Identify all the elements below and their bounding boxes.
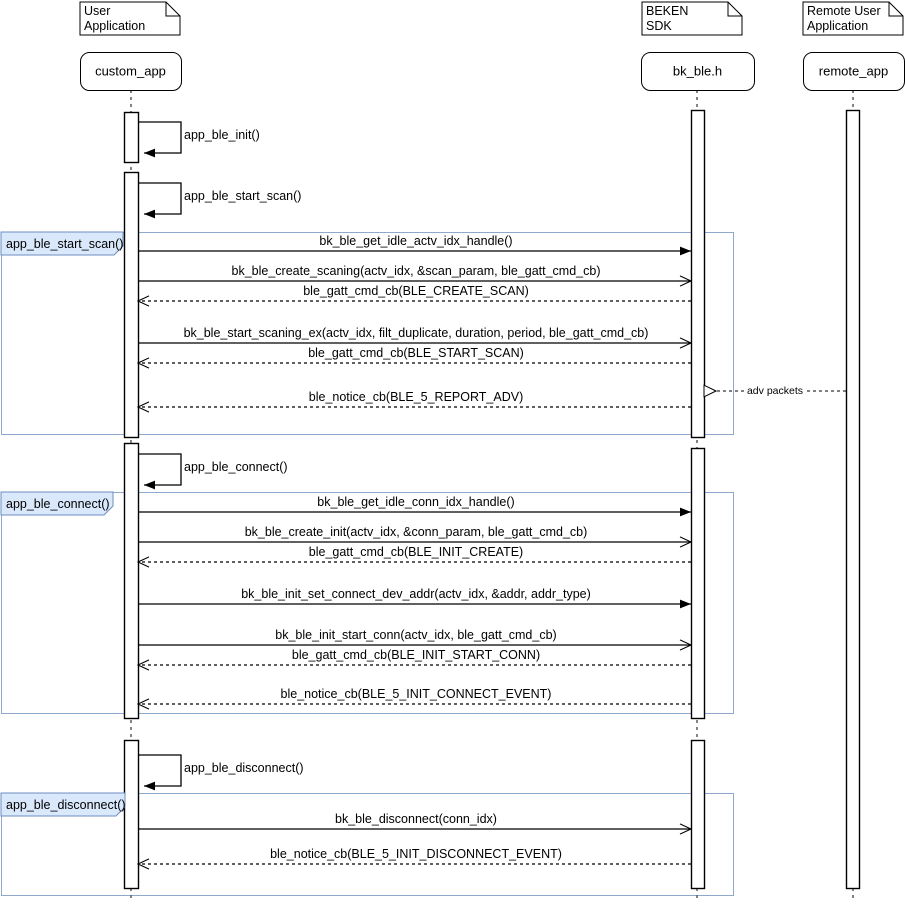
fragments-group — [1, 232, 734, 896]
fragment-app-ble-start-scan-label: app_ble_start_scan() — [0, 231, 124, 256]
msg-bk-ble-init-start-conn: bk_ble_init_start_conn(actv_idx, ble_gat… — [138, 628, 691, 645]
messages-group: bk_ble_get_idle_actv_idx_handle() bk_ble_… — [138, 234, 846, 864]
act-custom-app-disconnect — [123, 739, 140, 890]
self-call-app-ble-disconnect: app_ble_disconnect() — [138, 754, 304, 791]
participant-boxes-group: custom_app bk_ble.h remote_app — [80, 52, 905, 91]
message-label: ble_notice_cb(BLE_5_REPORT_ADV) — [309, 390, 523, 404]
fragment-label-text: app_ble_start_scan() — [6, 237, 123, 251]
msg-adv-packets: adv packets — [704, 385, 846, 397]
msg-ble-gatt-cmd-cb-init-start-conn: ble_gatt_cmd_cb(BLE_INIT_START_CONN) — [138, 648, 691, 665]
note-line: BEKEN — [646, 4, 688, 18]
participant-remote_app[interactable]: remote_app — [803, 52, 905, 91]
fragment-label-box — [0, 231, 124, 256]
act-custom-app-init — [123, 111, 140, 164]
participant-label: remote_app — [819, 64, 888, 79]
fragment-label-text: app_ble_disconnect() — [6, 798, 126, 812]
act-custom-app-scan — [123, 171, 140, 439]
participant-label: bk_ble.h — [673, 64, 722, 79]
msg-bk-ble-create-scaning: bk_ble_create_scaning(actv_idx, &scan_pa… — [138, 264, 691, 281]
self-calls-group: app_ble_init() app_ble_start_scan() app_bl… — [138, 121, 304, 791]
note-fold-icon — [165, 2, 180, 17]
msg-bk-ble-get-idle-actv-idx-handle: bk_ble_get_idle_actv_idx_handle() — [138, 234, 691, 256]
participant-box[interactable] — [641, 52, 755, 91]
message-label: ble_gatt_cmd_cb(BLE_INIT_CREATE) — [309, 545, 523, 559]
participant-bk_ble_h[interactable]: bk_ble.h — [641, 52, 755, 91]
fragment-label-box — [0, 491, 114, 516]
note-fold-icon — [727, 2, 742, 17]
act-custom-app-connect — [123, 442, 140, 720]
self-call-path — [138, 182, 182, 219]
note-body — [641, 1, 743, 36]
message-label: ble_notice_cb(BLE_5_INIT_CONNECT_EVENT) — [281, 687, 552, 701]
fragment-app-ble-disconnect — [1, 793, 734, 896]
fragment-app-ble-disconnect-label: app_ble_disconnect() — [0, 792, 126, 817]
act-bk-ble-scan — [690, 109, 706, 439]
msg-ble-notice-cb-init-disconnect-event: ble_notice_cb(BLE_5_INIT_DISCONNECT_EVEN… — [138, 847, 691, 864]
message-label: bk_ble_create_init(actv_idx, &conn_param… — [245, 525, 588, 539]
msg-ble-gatt-cmd-cb-create-scan: ble_gatt_cmd_cb(BLE_CREATE_SCAN) — [138, 284, 691, 301]
participant-custom_app[interactable]: custom_app — [80, 52, 182, 91]
note-line: Application — [807, 19, 868, 33]
fragment-app-ble-connect — [1, 492, 734, 714]
note-line: User — [84, 4, 110, 18]
self-call-label: app_ble_init() — [184, 128, 260, 142]
note-body — [79, 1, 181, 36]
note-line: Application — [84, 19, 145, 33]
act-bk-ble-disconnect — [690, 739, 706, 890]
message-label: bk_ble_init_start_conn(actv_idx, ble_gat… — [275, 628, 556, 642]
note-line: SDK — [646, 19, 672, 33]
fragment-label-box — [0, 792, 126, 817]
message-label: bk_ble_create_scaning(actv_idx, &scan_pa… — [232, 264, 601, 278]
fragment-labels-group: app_ble_start_scan() app_ble_connect()app… — [0, 231, 126, 817]
message-label: bk_ble_init_set_connect_dev_addr(actv_id… — [241, 587, 591, 601]
self-call-app-ble-init: app_ble_init() — [138, 121, 260, 158]
fragment-box — [1, 232, 734, 435]
msg-bk-ble-disconnect: bk_ble_disconnect(conn_idx) — [138, 812, 691, 829]
message-label: ble_gatt_cmd_cb(BLE_CREATE_SCAN) — [303, 284, 529, 298]
activation-bars-group — [123, 109, 861, 890]
self-call-label: app_ble_disconnect() — [184, 761, 304, 775]
act-bk-ble-connect — [690, 447, 706, 720]
msg-bk-ble-create-init: bk_ble_create_init(actv_idx, &conn_param… — [138, 525, 691, 542]
self-call-path — [138, 754, 182, 791]
fragment-app-ble-start-scan — [1, 232, 734, 435]
note-body — [802, 1, 904, 36]
message-label: bk_ble_disconnect(conn_idx) — [335, 812, 497, 826]
message-label: ble_gatt_cmd_cb(BLE_START_SCAN) — [308, 346, 524, 360]
fragment-app-ble-connect-label: app_ble_connect() — [0, 491, 114, 516]
message-label: ble_notice_cb(BLE_5_INIT_DISCONNECT_EVEN… — [270, 847, 562, 861]
note-line: Remote User — [807, 4, 881, 18]
message-label: bk_ble_get_idle_conn_idx_handle() — [317, 495, 514, 509]
message-label: bk_ble_start_scaning_ex(actv_idx, filt_d… — [184, 326, 649, 340]
msg-bk-ble-start-scaning-ex: bk_ble_start_scaning_ex(actv_idx, filt_d… — [138, 326, 691, 343]
participant-label: custom_app — [95, 64, 166, 79]
adv-packets-label: adv packets — [747, 385, 803, 397]
self-call-app-ble-start-scan: app_ble_start_scan() — [138, 182, 301, 219]
msg-bk-ble-init-set-connect-dev-addr: bk_ble_init_set_connect_dev_addr(actv_id… — [138, 587, 691, 609]
self-call-label: app_ble_connect() — [184, 460, 288, 474]
fragment-box — [1, 492, 734, 714]
fragment-label-text: app_ble_connect() — [6, 497, 110, 511]
note-fold-icon — [888, 2, 903, 17]
msg-ble-notice-cb-init-connect-event: ble_notice_cb(BLE_5_INIT_CONNECT_EVENT) — [138, 687, 691, 704]
self-call-path — [138, 453, 182, 490]
fragment-box — [1, 793, 734, 896]
message-label: bk_ble_get_idle_actv_idx_handle() — [319, 234, 512, 248]
self-call-path — [138, 121, 182, 158]
msg-ble-gatt-cmd-cb-init-create: ble_gatt_cmd_cb(BLE_INIT_CREATE) — [138, 545, 691, 562]
msg-ble-notice-cb-report-adv: ble_notice_cb(BLE_5_REPORT_ADV) — [138, 390, 691, 407]
act-remote-app — [845, 109, 861, 890]
msg-ble-gatt-cmd-cb-start-scan: ble_gatt_cmd_cb(BLE_START_SCAN) — [138, 346, 691, 363]
self-call-label: app_ble_start_scan() — [184, 189, 301, 203]
self-call-app-ble-connect: app_ble_connect() — [138, 453, 288, 490]
msg-bk-ble-get-idle-conn-idx-handle: bk_ble_get_idle_conn_idx_handle() — [138, 495, 691, 517]
message-label: ble_gatt_cmd_cb(BLE_INIT_START_CONN) — [292, 648, 540, 662]
participant-box[interactable] — [80, 52, 182, 91]
